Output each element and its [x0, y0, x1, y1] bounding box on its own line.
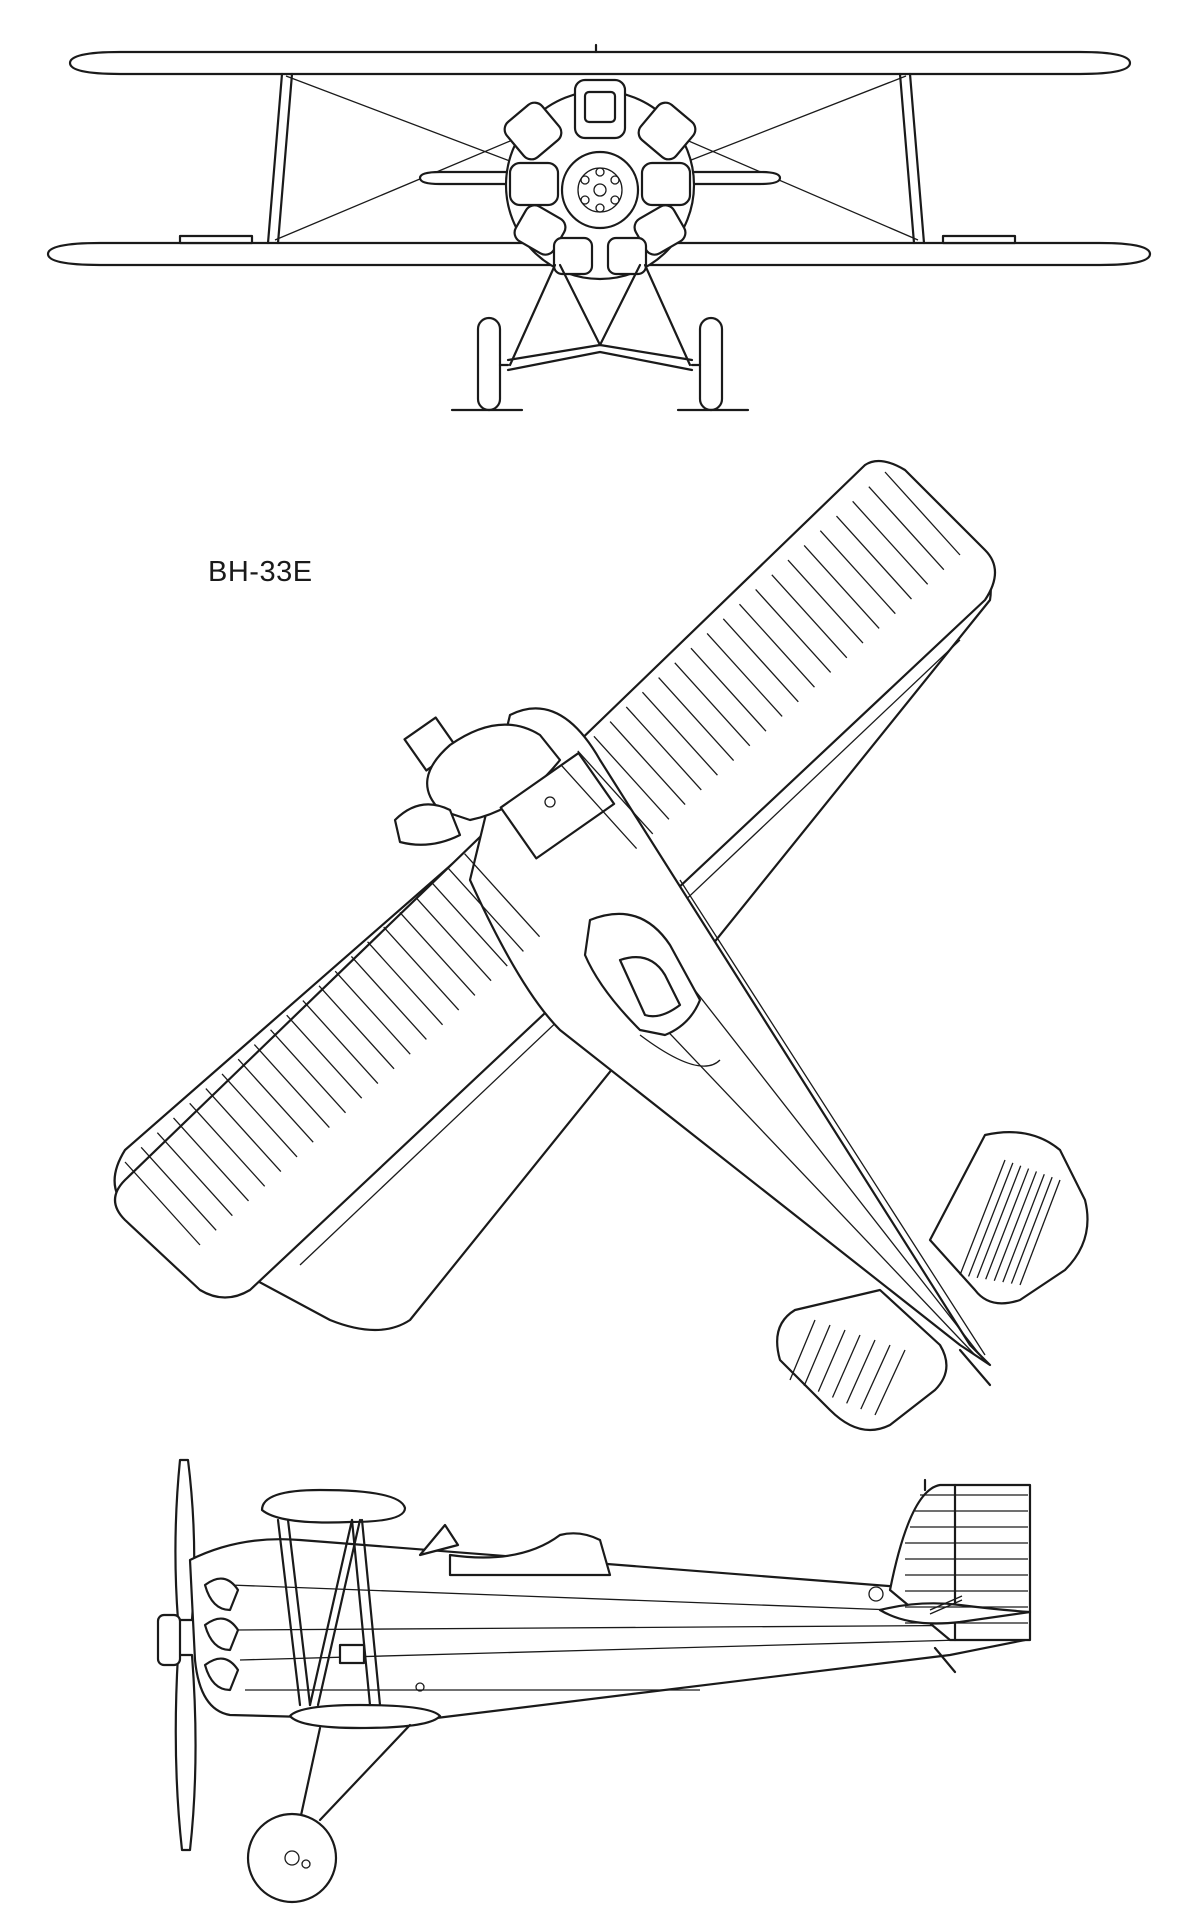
wing-rib: [447, 867, 524, 952]
front-view: [46, 43, 1152, 412]
wing-rib: [286, 1014, 363, 1099]
wing-rib: [755, 589, 832, 673]
top-cockpit: [583, 912, 721, 1067]
wing-rib: [140, 1146, 217, 1231]
side-undercarriage: [246, 1723, 412, 1904]
aircraft-designation-label: BH-33E: [208, 556, 313, 588]
wing-rib: [221, 1073, 298, 1158]
wing-rib: [156, 1132, 233, 1217]
tail-rib: [874, 1349, 906, 1416]
wing-rib: [561, 765, 638, 850]
wing-rib: [690, 647, 767, 732]
side-lower-wing: [288, 1703, 442, 1730]
top-wing-ribs: [124, 471, 961, 1246]
wing-rib: [205, 1088, 282, 1173]
wing-rib: [124, 1161, 201, 1246]
side-interplane-struts: [276, 1518, 382, 1707]
side-fuselage-roundel: [868, 1586, 884, 1602]
wing-rib: [803, 544, 880, 629]
tail-rib: [993, 1171, 1038, 1281]
wing-rib: [771, 574, 848, 659]
wing-rib: [464, 853, 541, 938]
wing-rib: [237, 1058, 314, 1143]
top-tail-ribs: [789, 1159, 1061, 1416]
wing-rib: [253, 1044, 330, 1128]
wing-rib: [852, 500, 929, 585]
tail-rib: [967, 1162, 1014, 1277]
side-propeller: [156, 1458, 197, 1852]
wing-rib: [189, 1102, 266, 1187]
tail-rib: [789, 1319, 816, 1381]
wing-rib: [787, 559, 864, 644]
wing-rib: [383, 926, 460, 1011]
side-access-port: [415, 1682, 425, 1692]
top-view: [113, 459, 1089, 1432]
wing-rib: [577, 750, 654, 835]
tail-rib: [1019, 1179, 1061, 1286]
side-tail-fin: [878, 1478, 1032, 1674]
wing-rib: [836, 515, 912, 600]
side-cockpit: [418, 1523, 612, 1577]
wing-rib: [884, 471, 961, 556]
wing-rib: [334, 970, 411, 1055]
wing-rib: [609, 721, 686, 806]
wing-rib: [706, 633, 783, 717]
top-tailplane: [776, 1131, 1089, 1432]
wing-rib: [350, 956, 427, 1040]
wing-rib: [593, 735, 670, 820]
tail-rib: [985, 1168, 1030, 1280]
wing-rib: [173, 1117, 249, 1202]
wing-rib: [658, 677, 735, 761]
wing-rib: [641, 691, 718, 776]
side-view: [156, 1458, 1032, 1904]
wing-rib: [431, 882, 508, 967]
wing-rib: [722, 618, 799, 703]
top-engine-cowl: [393, 716, 616, 860]
wing-rib: [674, 662, 751, 747]
wing-rib: [819, 530, 896, 615]
front-upper-wing: [68, 43, 1132, 76]
wing-rib: [738, 603, 815, 688]
tail-rib: [976, 1165, 1022, 1279]
side-access-panel: [338, 1643, 366, 1665]
tail-rib: [803, 1324, 831, 1387]
wing-rib: [625, 706, 702, 791]
wing-rib: [270, 1029, 347, 1114]
wing-rib: [318, 985, 395, 1070]
tail-rib: [846, 1339, 876, 1404]
wing-rib: [415, 897, 492, 982]
side-fin-ribs: [905, 1494, 1028, 1624]
tail-rib: [831, 1334, 861, 1398]
tail-rib: [959, 1159, 1006, 1276]
tail-rib: [817, 1329, 846, 1392]
wing-rib: [868, 486, 945, 571]
front-radial-engine: [503, 78, 697, 281]
tail-rib: [860, 1344, 891, 1410]
wing-rib: [399, 911, 476, 996]
tail-rib: [1010, 1176, 1053, 1284]
side-upper-wing: [260, 1488, 407, 1524]
front-undercarriage: [450, 263, 750, 412]
tail-rib: [1002, 1174, 1045, 1283]
wing-rib: [367, 941, 444, 1026]
wing-rib: [302, 1000, 379, 1084]
